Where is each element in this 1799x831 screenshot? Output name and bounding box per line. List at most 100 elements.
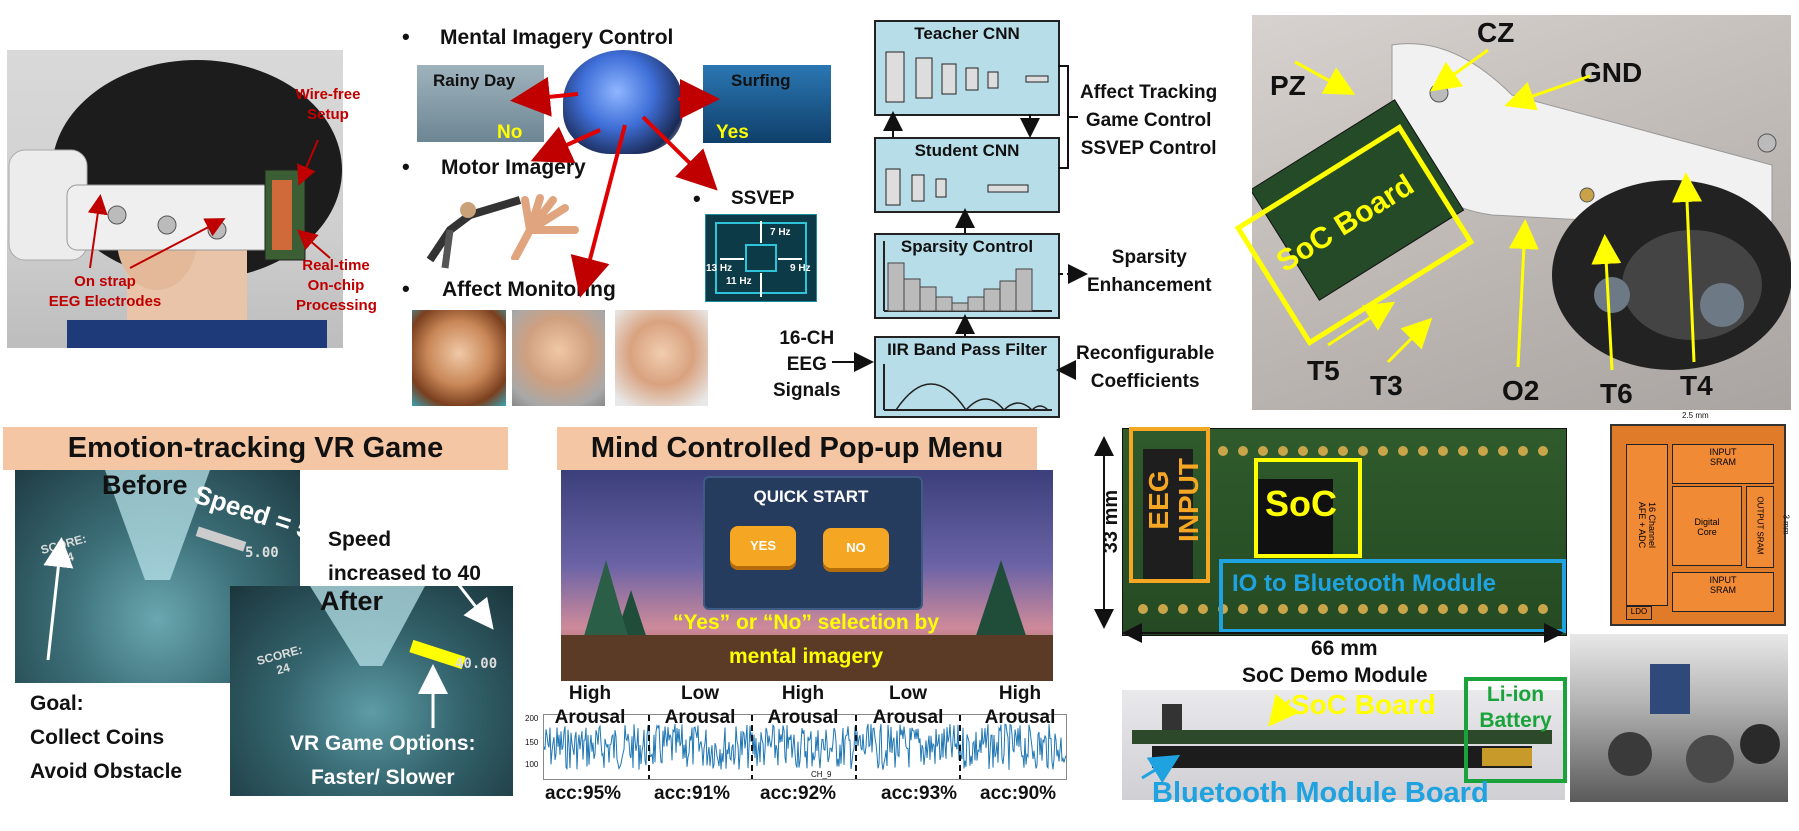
bullet-mental: •	[402, 24, 410, 49]
chip-digital: Digital Core	[1672, 486, 1742, 566]
eeg-ytick-100: 100	[525, 760, 539, 769]
student-cnn-box: Student CNN	[874, 137, 1060, 213]
chip-output: OUTPUT SRAM	[1746, 486, 1774, 568]
electrode-cz: CZ	[1477, 17, 1515, 48]
face-surprised	[412, 310, 506, 406]
acc-2: acc:91%	[654, 783, 731, 804]
yes-label: Yes	[716, 122, 749, 143]
yes-button[interactable]: YES	[730, 526, 796, 566]
electrode-pz: PZ	[1270, 70, 1306, 101]
electrode-t4: T4	[1680, 370, 1713, 401]
arousal-1: High Arousal	[554, 683, 626, 728]
battery-label: Li-ion Battery	[1479, 683, 1552, 732]
brain-image	[563, 50, 683, 154]
no-button[interactable]: NO	[823, 528, 889, 568]
motor-imagery-label: Motor Imagery	[441, 156, 586, 179]
soc-label: SoC	[1265, 483, 1337, 524]
electrode-t6: T6	[1600, 378, 1633, 409]
iir-response	[883, 364, 1052, 412]
eeg-legend: CH_9	[808, 770, 835, 779]
student-cnn-label: Student CNN	[914, 141, 1020, 160]
bullet-motor: •	[402, 154, 410, 179]
demo-module-photo	[1122, 690, 1565, 800]
chip-width-label: 2.5 mm	[1682, 411, 1709, 420]
menu-title: Mind Controlled Pop-up Menu	[557, 427, 1037, 470]
eeg-input-highlight	[1129, 427, 1210, 583]
demo-module-boards	[1132, 704, 1552, 768]
surfing-label: Surfing	[731, 71, 791, 90]
io-label: IO to Bluetooth Module	[1232, 570, 1496, 597]
chip-ldo: LDO	[1626, 606, 1652, 620]
rainy-day-label: Rainy Day	[433, 71, 516, 90]
ssvep-7hz: 7 Hz	[770, 227, 791, 238]
iir-filter-label: IIR Band Pass Filter	[887, 340, 1047, 359]
bullet-ssvep: •	[693, 186, 701, 211]
before-label: Before	[102, 470, 188, 500]
wire-free-label: Wire-free Setup	[295, 86, 361, 123]
face-scream	[615, 310, 708, 406]
acc-1: acc:95%	[545, 783, 622, 804]
acc-3: acc:92%	[760, 783, 837, 804]
chip-layout: INPUT SRAM 16 Channel AFE + ADC Digital …	[1610, 424, 1786, 626]
speed-readout-before: 5.00	[245, 545, 279, 561]
bullet-affect: •	[402, 276, 410, 301]
chip-afe-label: 16 Channel AFE + ADC	[1637, 501, 1657, 549]
ssvep-13hz: 13 Hz	[706, 263, 733, 274]
pcb-photo	[1122, 428, 1567, 636]
sparsity-enh-label: Sparsity Enhancement	[1087, 247, 1212, 296]
student-cnn-diagram	[885, 168, 1029, 206]
realtime-label: Real-time On-chip Processing	[296, 257, 377, 314]
electrode-t3: T3	[1370, 370, 1403, 401]
on-strap-label: On strap EEG Electrodes	[48, 273, 162, 310]
pcb-width-label: 66 mm	[1311, 637, 1378, 660]
arousal-5: High Arousal	[984, 683, 1056, 728]
chip-input-sram-2: INPUT SRAM	[1672, 572, 1774, 612]
eeg-signal-line	[544, 723, 1066, 771]
ssvep-9hz: 9 Hz	[790, 263, 811, 274]
soc-highlight	[1254, 458, 1362, 558]
battery-highlight	[1464, 677, 1567, 783]
eeg-chart	[543, 714, 1067, 780]
chip-output-label: OUTPUT SRAM	[1755, 496, 1765, 555]
conference-photo	[1570, 634, 1788, 802]
no-label: No	[497, 122, 523, 143]
electrode-gnd: GND	[1580, 57, 1643, 88]
eeg-ytick-150: 150	[525, 738, 539, 747]
headset-photo	[7, 50, 343, 348]
leg-kick-image	[410, 190, 530, 270]
chip-afe: 16 Channel AFE + ADC	[1626, 444, 1668, 606]
speed-increase-label: Speed increased to 40	[328, 528, 481, 585]
reconf-label: Reconfigurable Coefficients	[1076, 343, 1215, 392]
sparsity-control-box: Sparsity Control	[874, 233, 1060, 319]
input-signals-label: 16-CH EEG Signals	[773, 328, 841, 401]
module-soc-board-label: SoC Board	[1291, 689, 1436, 720]
electrode-o2: O2	[1502, 375, 1540, 406]
options-label: VR Game Options: Faster/ Slower	[290, 732, 476, 789]
arousal-4: Low Arousal	[872, 683, 944, 728]
eeg-input-label: EEG INPUT	[1143, 458, 1204, 542]
ssvep-maze	[705, 214, 817, 302]
surfing-image	[703, 65, 831, 143]
iir-filter-box: IIR Band Pass Filter	[874, 336, 1060, 418]
sparsity-control-label: Sparsity Control	[900, 237, 1034, 256]
demo-module-title: SoC Demo Module	[1242, 664, 1428, 687]
affect-monitoring-label: Affect Monitoring	[442, 278, 616, 301]
after-label: After	[320, 586, 384, 616]
bt-board-label: Bluetooth Module Board	[1152, 777, 1489, 809]
mental-imagery-label: Mental Imagery Control	[440, 26, 674, 49]
game-title: Emotion-tracking VR Game	[3, 427, 508, 470]
menu-caption: “Yes” or “No” selection by mental imager…	[672, 611, 940, 668]
ssvep-11hz: 11 Hz	[726, 276, 752, 287]
sparsity-histogram	[883, 241, 1052, 312]
pcb-height-label: 33 mm	[1100, 489, 1123, 554]
eeg-ytick-200: 200	[525, 714, 539, 723]
teacher-cnn-box: Teacher CNN	[874, 20, 1060, 116]
outputs-label: Affect Tracking Game Control SSVEP Contr…	[1080, 82, 1218, 159]
chip-input-sram: INPUT SRAM	[1672, 444, 1774, 484]
acc-5: acc:90%	[980, 783, 1057, 804]
teacher-cnn-label: Teacher CNN	[914, 24, 1020, 43]
arousal-2: Low Arousal	[664, 683, 736, 728]
io-highlight	[1219, 559, 1566, 633]
face-disgust	[512, 310, 605, 406]
quick-start-label: QUICK START	[753, 487, 869, 506]
